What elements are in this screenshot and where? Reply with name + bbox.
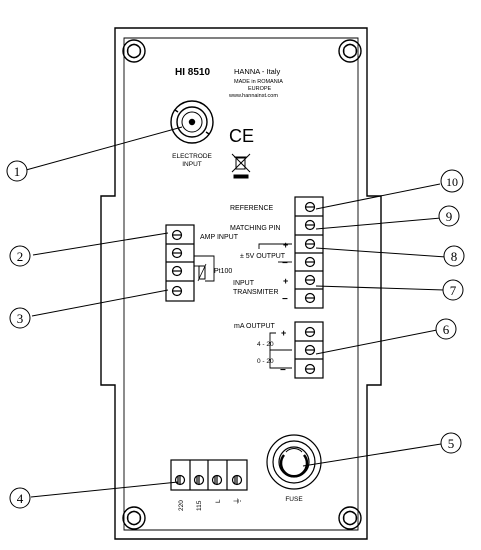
callout-leaders <box>25 126 447 498</box>
ma-output-minus: − <box>280 365 286 376</box>
input-transmitter-label-line1: INPUT <box>233 280 255 287</box>
panel-inner-outline <box>123 37 359 531</box>
corner-screw-top-left <box>122 39 146 63</box>
power-label-115: 115 <box>196 500 203 511</box>
corner-screw-bottom-left <box>122 506 146 530</box>
callout-8: 8 <box>451 249 458 264</box>
callout-4: 4 <box>17 491 24 506</box>
power-label-220: 220 <box>178 500 185 511</box>
corner-screw-bottom-right <box>338 506 362 530</box>
ma-output-terminal-block <box>269 321 324 379</box>
model-number: HI 8510 <box>175 67 210 78</box>
transmitter-minus: − <box>282 294 288 305</box>
callout-10: 10 <box>446 175 458 189</box>
transmitter-plus: + <box>283 276 288 286</box>
ce-mark: CE <box>229 126 254 146</box>
power-terminal-block <box>170 459 248 491</box>
callout-7: 7 <box>450 283 457 298</box>
right-terminal-block <box>258 196 324 309</box>
v-output-plus: + <box>283 240 288 250</box>
input-transmitter-label-line2: TRANSMITER <box>233 289 279 296</box>
panel-outline <box>100 27 382 540</box>
callout-6: 6 <box>443 322 450 337</box>
ground-symbol: ⏚ <box>233 497 242 505</box>
ma-output-label: mA OUTPUT <box>234 323 276 330</box>
electrode-label-line2: INPUT <box>182 161 202 168</box>
reference-label: REFERENCE <box>230 205 274 212</box>
electrode-bnc-connector <box>170 100 214 144</box>
callout-2: 2 <box>17 249 24 264</box>
made-in-text: MADE in ROMANIA <box>234 79 283 85</box>
callout-5: 5 <box>448 436 455 451</box>
amp-input-label: AMP INPUT <box>200 234 239 241</box>
ma-range-0-20: 0 - 20 <box>257 358 274 365</box>
brand-line: HANNA - Italy <box>234 67 281 76</box>
fuse-holder <box>266 434 322 490</box>
electrode-label-line1: ELECTRODE <box>172 153 212 160</box>
region-text: EUROPE <box>248 86 272 92</box>
power-label-l: L <box>215 499 222 503</box>
ma-range-4-20: 4 - 20 <box>257 341 274 348</box>
corner-screw-top-right <box>338 39 362 63</box>
callout-9: 9 <box>446 209 453 224</box>
left-terminal-block <box>165 224 215 302</box>
v-output-minus: − <box>282 258 288 269</box>
callout-3: 3 <box>17 311 24 326</box>
pt100-label: Pt100 <box>214 268 232 275</box>
ma-output-plus: + <box>281 328 286 338</box>
matching-pin-label: MATCHING PIN <box>230 225 280 232</box>
callout-circles <box>6 160 465 509</box>
fuse-label: FUSE <box>285 496 303 503</box>
crossed-out-bin-icon <box>231 153 251 179</box>
callout-1: 1 <box>14 164 21 179</box>
website-text: www.hannainst.com <box>228 93 278 99</box>
v-output-label: ± 5V OUTPUT <box>240 253 286 260</box>
